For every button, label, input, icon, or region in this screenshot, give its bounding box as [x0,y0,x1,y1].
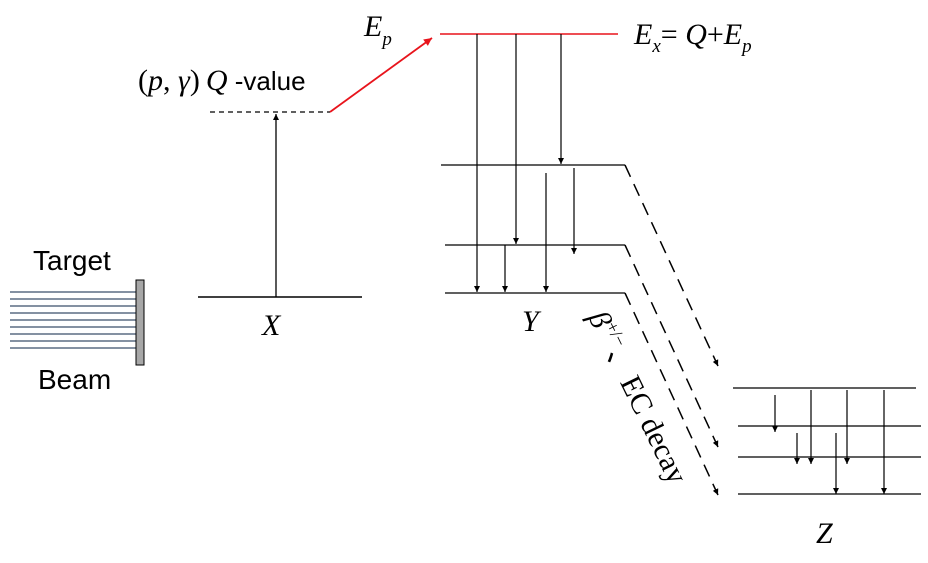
ex-equation-label: Ex= Q+Ep [633,18,752,57]
z-label: Z [816,517,833,550]
y-label: Y [522,305,542,338]
gamma-transitions-z [772,390,887,494]
levels-z [733,387,921,495]
target-label: Target [33,245,111,276]
proton-energy-arrow [329,37,433,113]
beta-decay-arrows [624,164,719,496]
beam-label: Beam [38,364,111,395]
x-label: X [261,309,282,342]
decay-label: β+/−、EC decay [581,304,695,489]
target-plate [135,279,145,366]
e-p-label: Ep [363,10,392,50]
q-value-label: (p, γ)Q -value [138,64,306,97]
beam-lines [10,291,136,349]
gamma-transitions-y [474,34,577,292]
levels-y [441,164,625,294]
